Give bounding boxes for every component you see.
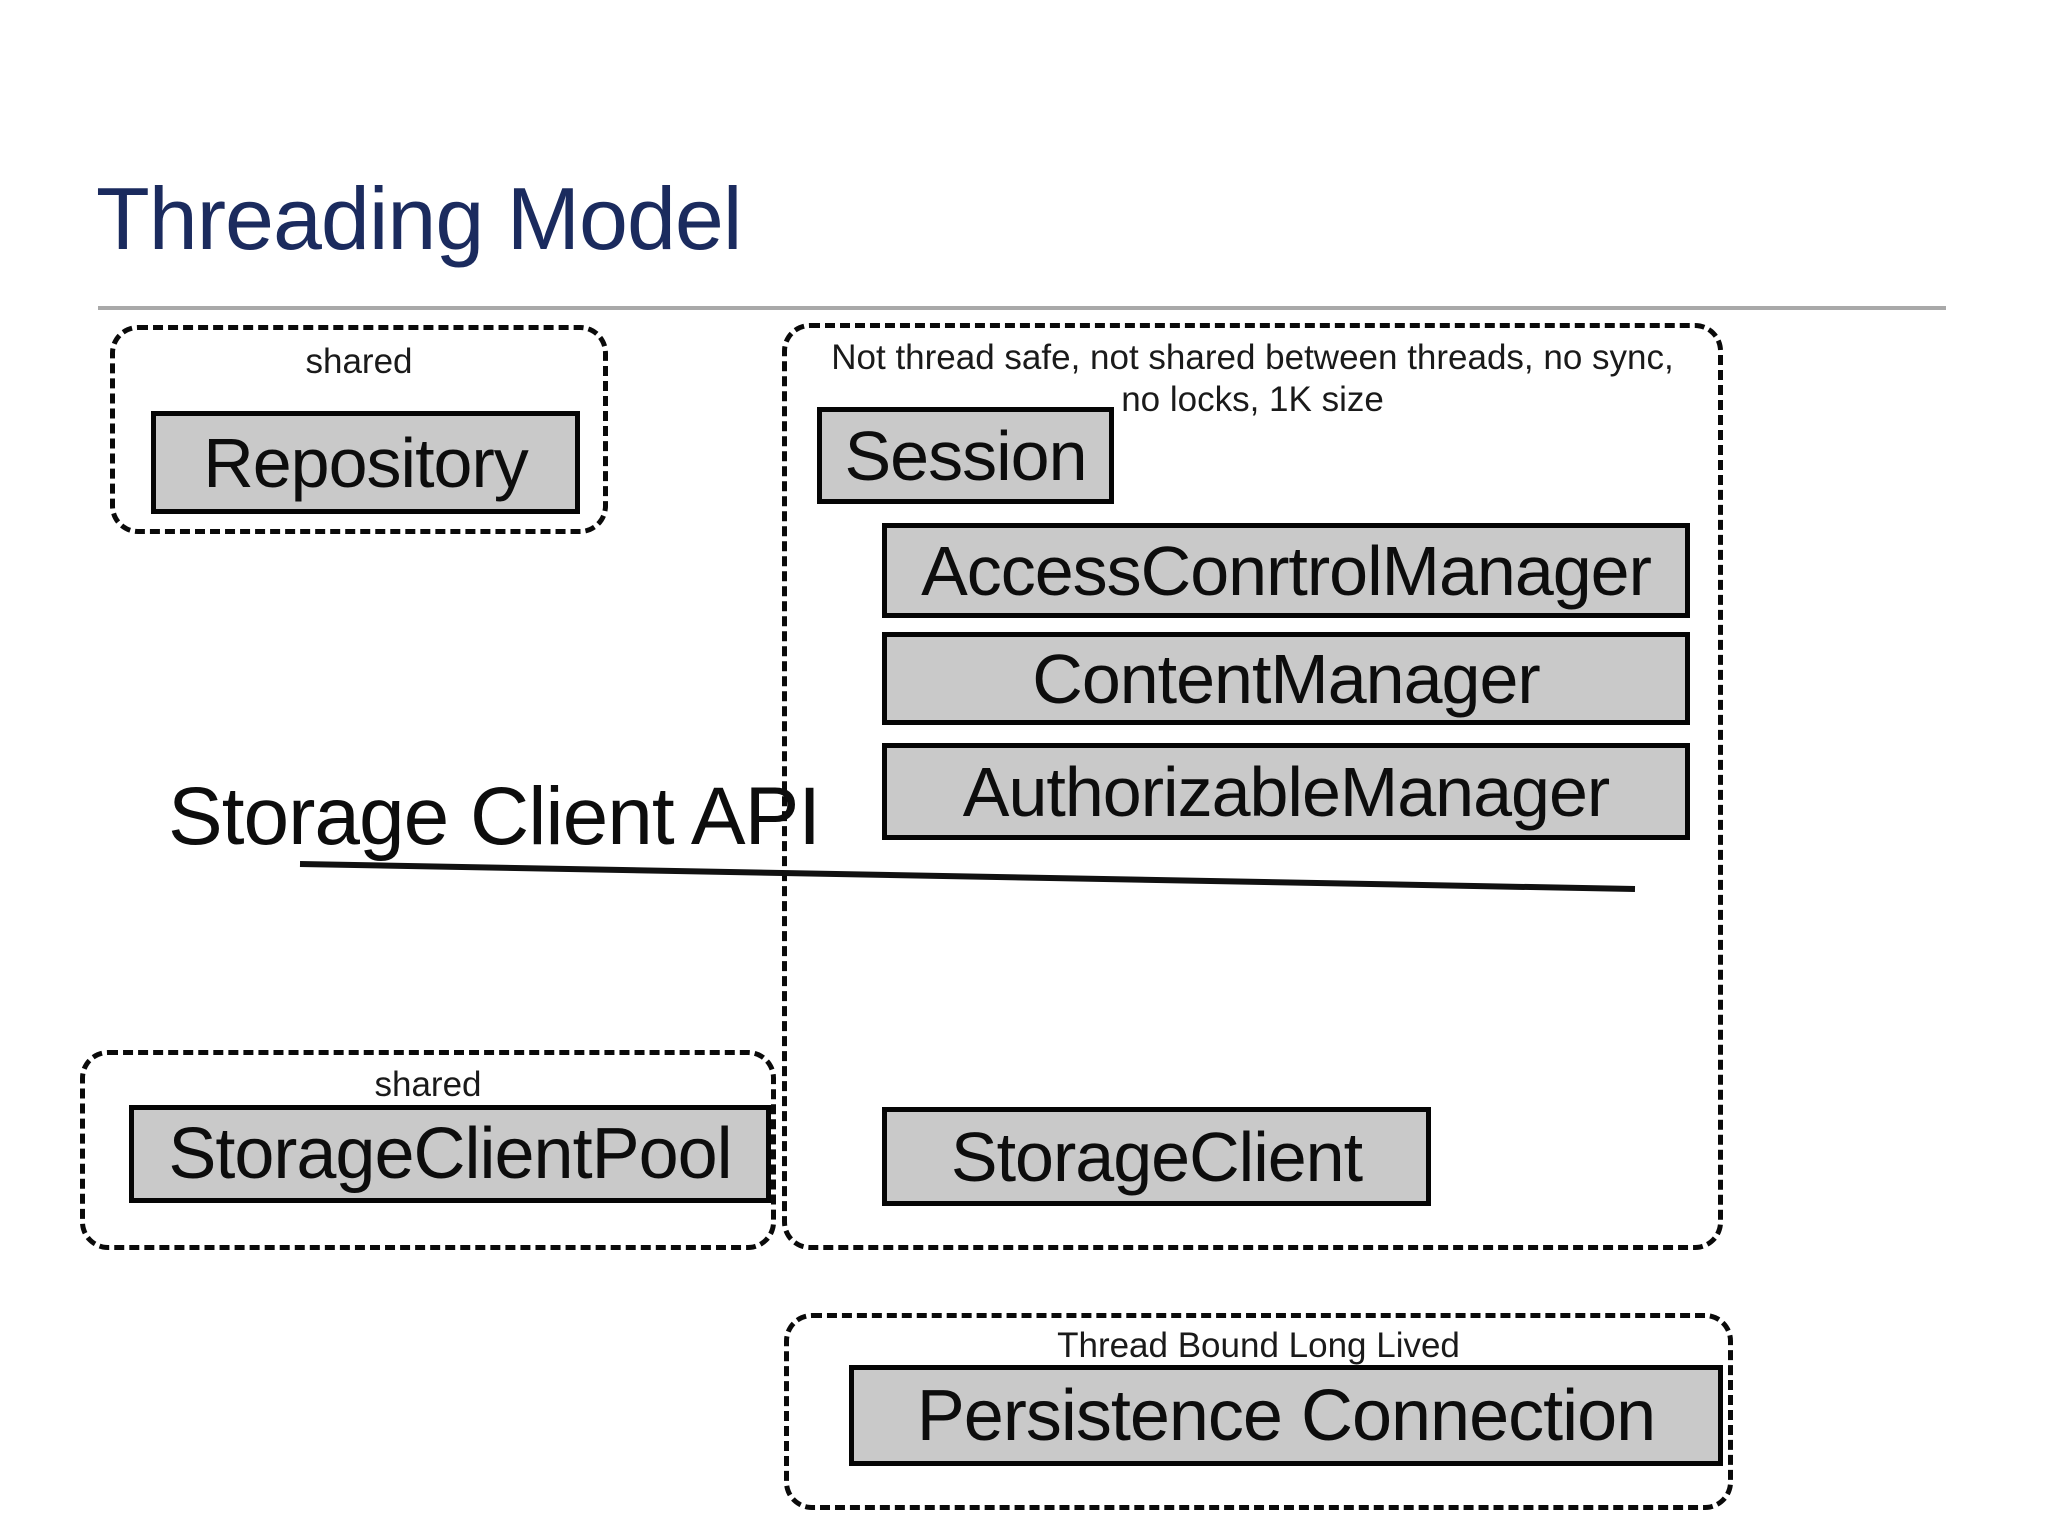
session-group-caption-line2: no locks, 1K size: [1121, 380, 1384, 419]
repository-box: Repository: [151, 411, 580, 514]
session-box-label: Session: [844, 416, 1087, 495]
shared-group-bottom-caption: shared: [374, 1065, 482, 1104]
title-divider: [98, 306, 1946, 310]
slide-title: Threading Model: [96, 169, 742, 268]
authorizable-manager-box-label: AuthorizableManager: [962, 752, 1610, 831]
persistence-connection-box: Persistence Connection: [849, 1365, 1723, 1466]
authorizable-manager-box: AuthorizableManager: [882, 743, 1690, 840]
session-box: Session: [817, 407, 1114, 504]
session-group: Not thread safe, not shared between thre…: [782, 323, 1723, 1250]
persistence-connection-box-label: Persistence Connection: [916, 1375, 1656, 1456]
storage-client-box: StorageClient: [882, 1107, 1431, 1206]
repository-box-label: Repository: [203, 423, 529, 502]
access-control-manager-box-label: AccessConrtrolManager: [921, 531, 1652, 610]
shared-group-top-caption: shared: [305, 342, 413, 381]
shared-group-top: shared Repository: [110, 325, 608, 534]
storage-client-pool-box: StorageClientPool: [129, 1105, 771, 1203]
access-control-manager-box: AccessConrtrolManager: [882, 523, 1690, 618]
storage-client-api-label: Storage Client API: [168, 771, 821, 862]
content-manager-box-label: ContentManager: [1032, 639, 1540, 718]
storage-client-pool-box-label: StorageClientPool: [168, 1114, 732, 1194]
thread-bound-group-caption: Thread Bound Long Lived: [1057, 1326, 1460, 1365]
storage-client-box-label: StorageClient: [950, 1117, 1363, 1196]
thread-bound-group: Thread Bound Long Lived Persistence Conn…: [784, 1313, 1733, 1510]
shared-group-bottom: shared StorageClientPool: [80, 1050, 776, 1250]
session-group-caption-line1: Not thread safe, not shared between thre…: [831, 338, 1674, 377]
content-manager-box: ContentManager: [882, 632, 1690, 725]
